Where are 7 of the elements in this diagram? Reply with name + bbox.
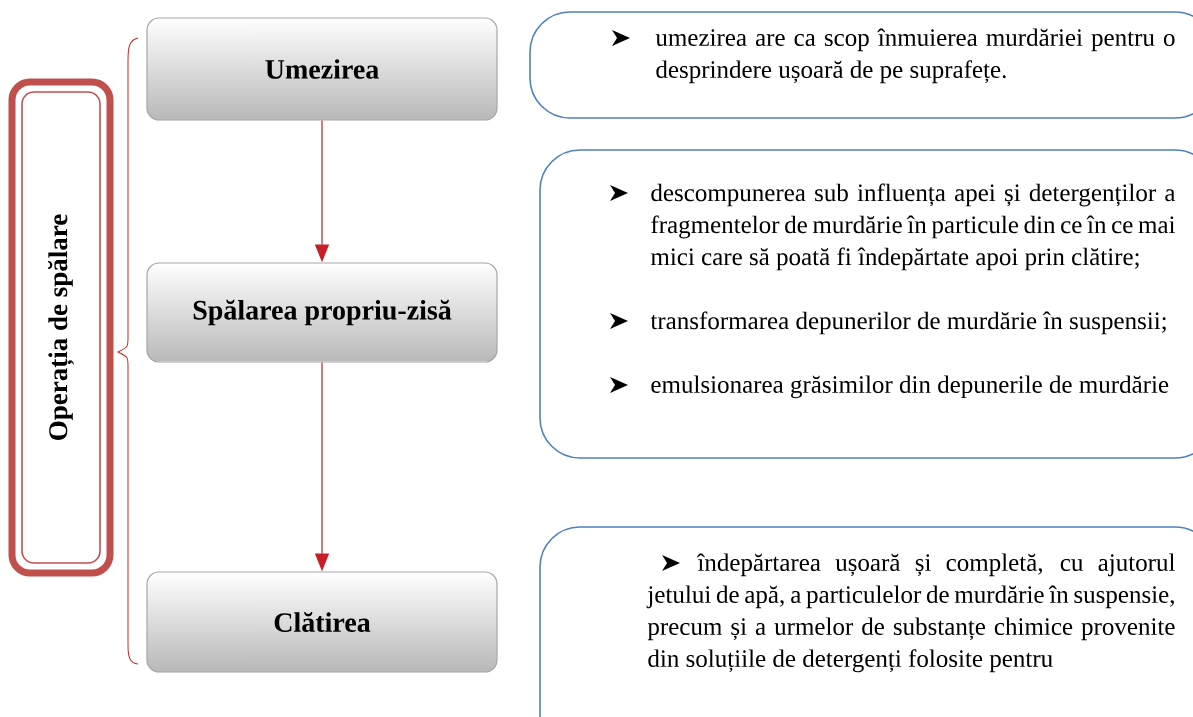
step-box: Clătirea xyxy=(146,571,498,673)
description-box: îndepărtarea ușoară și completă, cu ajutorul jetului de apă, a particulelor de murdărie în suspensie, precum și a urmelor de substanțe chimice provenite din soluțiile de detergenți folosite pentru xyxy=(539,526,1193,717)
title-box: Operația de spălare xyxy=(8,78,114,577)
description-box: umezirea are ca scop înmuierea murdăriei pentru o desprindere ușoară de pe suprafețe. xyxy=(529,11,1193,119)
step-box: Spălarea propriu-zisă xyxy=(146,262,498,363)
description-box: descompunerea sub influența apei și detergenților a fragmentelor de murdărie în particule din ce în ce mai mici care să poată fi îndepărtate apoi prin clătire; transformarea depunerilor de murdărie în suspensii; emulsionarea grăsimilor din depunerile de murdărie xyxy=(539,149,1193,459)
step-box: Umezirea xyxy=(146,17,498,121)
